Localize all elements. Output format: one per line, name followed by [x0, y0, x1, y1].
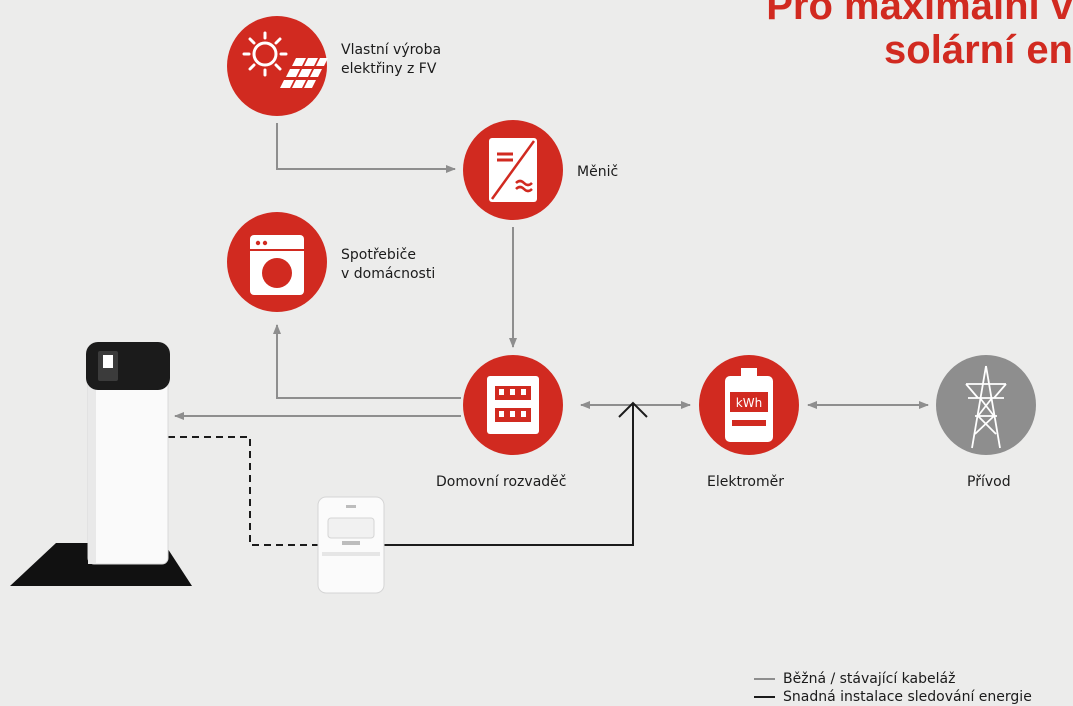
- meter-label: Elektroměr: [707, 474, 784, 490]
- appliances-label: Spotřebiče v domácnosti: [341, 246, 435, 284]
- appliances-node: [227, 212, 327, 312]
- appliances-label-line-1: Spotřebiče: [341, 247, 416, 263]
- inverter-label: Měnič: [577, 164, 619, 180]
- meter-node: kWh: [699, 355, 799, 455]
- pv-label-line-2: elektřiny z FV: [341, 61, 437, 77]
- electricity-meter-icon: kWh: [725, 368, 773, 442]
- legend-existing-label: Běžná / stávající kabeláž: [783, 671, 956, 687]
- monitoring-cabling: [168, 401, 648, 546]
- panel-node: [463, 355, 563, 455]
- sun-solar-panel-icon: [242, 31, 328, 88]
- grid-label: Přívod: [967, 474, 1011, 490]
- power-pylon-icon: [965, 365, 1007, 449]
- washing-machine-icon: [250, 235, 304, 295]
- grid-node: [936, 355, 1036, 455]
- pv-label: Vlastní výroba elektřiny z FV: [341, 41, 441, 79]
- distribution-board-icon: [487, 376, 539, 434]
- inverter-node: [463, 120, 563, 220]
- inverter-icon: [489, 138, 537, 202]
- pv-label-line-1: Vlastní výroba: [341, 42, 442, 58]
- page-title-line-1: Pro maximální v: [766, 0, 1073, 28]
- heat-pump-water-heater-icon: [10, 342, 192, 586]
- panel-to-appliances-line: [273, 324, 461, 399]
- appliances-label-line-2: v domácnosti: [341, 266, 436, 282]
- panel-label: Domovní rozvaděč: [436, 474, 567, 490]
- legend-monitoring-label: Snadná instalace sledování energie: [783, 689, 1032, 705]
- clamp-sensor: [384, 401, 648, 546]
- meter-unit-text: kWh: [736, 396, 762, 410]
- page-title-line-2: solární en: [884, 28, 1073, 72]
- energy-monitor-device-icon: [317, 496, 385, 594]
- pv-node: [227, 16, 328, 116]
- heatpump-monitor-dashed-line: [168, 436, 318, 546]
- pv-to-inverter-line: [276, 123, 456, 173]
